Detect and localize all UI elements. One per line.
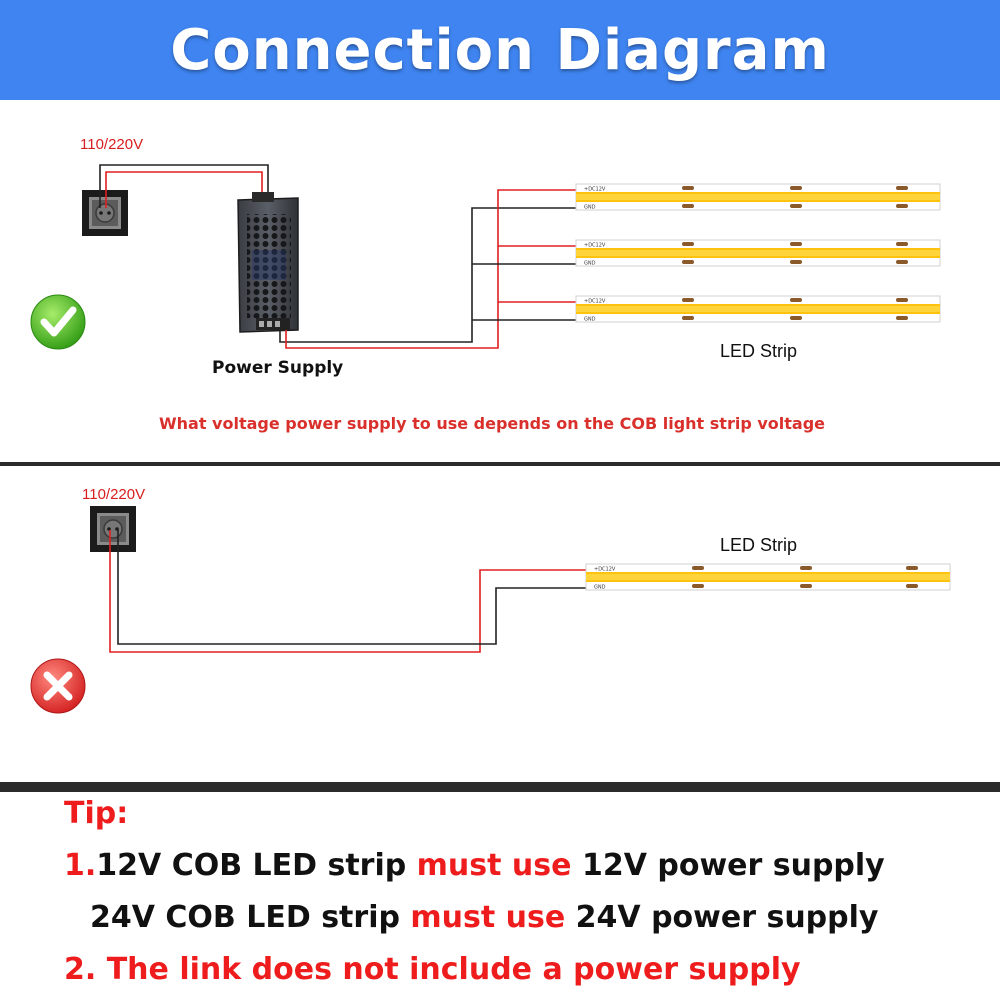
wall-socket-icon — [81, 189, 129, 237]
svg-text:+DC12V: +DC12V — [584, 243, 606, 249]
x-circle-icon — [30, 658, 86, 714]
led-strip-direct: +DC12V GND — [585, 563, 951, 591]
voltage-label-correct: 110/220V — [80, 136, 143, 153]
header-banner: Connection Diagram — [0, 0, 1000, 100]
led-strip-1: +DC12V GND — [575, 183, 941, 211]
svg-text:+DC12V: +DC12V — [594, 567, 616, 573]
led-strip-label-wrong: LED Strip — [720, 535, 797, 555]
wire-ac-red — [105, 171, 263, 208]
svg-text:+DC12V: +DC12V — [584, 299, 606, 305]
power-supply-label: Power Supply — [212, 358, 343, 378]
tips-section: Tip: 1.12V COB LED strip must use 12V po… — [0, 792, 1000, 1000]
power-supply-icon — [237, 192, 299, 333]
section-divider — [0, 462, 1000, 466]
section-divider — [0, 782, 1000, 792]
wall-socket-icon — [89, 505, 137, 553]
check-circle-icon — [30, 294, 86, 350]
svg-text:GND: GND — [584, 205, 596, 211]
svg-text:+DC12V: +DC12V — [584, 187, 606, 193]
tip-title: Tip: — [64, 796, 129, 831]
wire-dc-black — [279, 207, 576, 343]
wire-direct-red — [109, 530, 586, 653]
wire-direct-black — [117, 530, 586, 645]
svg-text:GND: GND — [594, 585, 606, 591]
tip-line-3: 2. The link does not include a power sup… — [64, 952, 801, 987]
tip-line-1: 1.12V COB LED strip must use 12V power s… — [64, 848, 885, 883]
led-strip-2: +DC12V GND — [575, 239, 941, 267]
page-title: Connection Diagram — [170, 17, 830, 83]
voltage-note: What voltage power supply to use depends… — [159, 414, 825, 433]
tip-line-2: 24V COB LED strip must use 24V power sup… — [90, 900, 879, 935]
wire-ac-black — [99, 164, 269, 208]
led-strip-label-correct: LED Strip — [720, 341, 797, 361]
voltage-label-wrong: 110/220V — [82, 486, 145, 503]
svg-text:GND: GND — [584, 317, 596, 323]
wire-dc-red — [285, 189, 576, 349]
led-strip-3: +DC12V GND — [575, 295, 941, 323]
svg-text:GND: GND — [584, 261, 596, 267]
